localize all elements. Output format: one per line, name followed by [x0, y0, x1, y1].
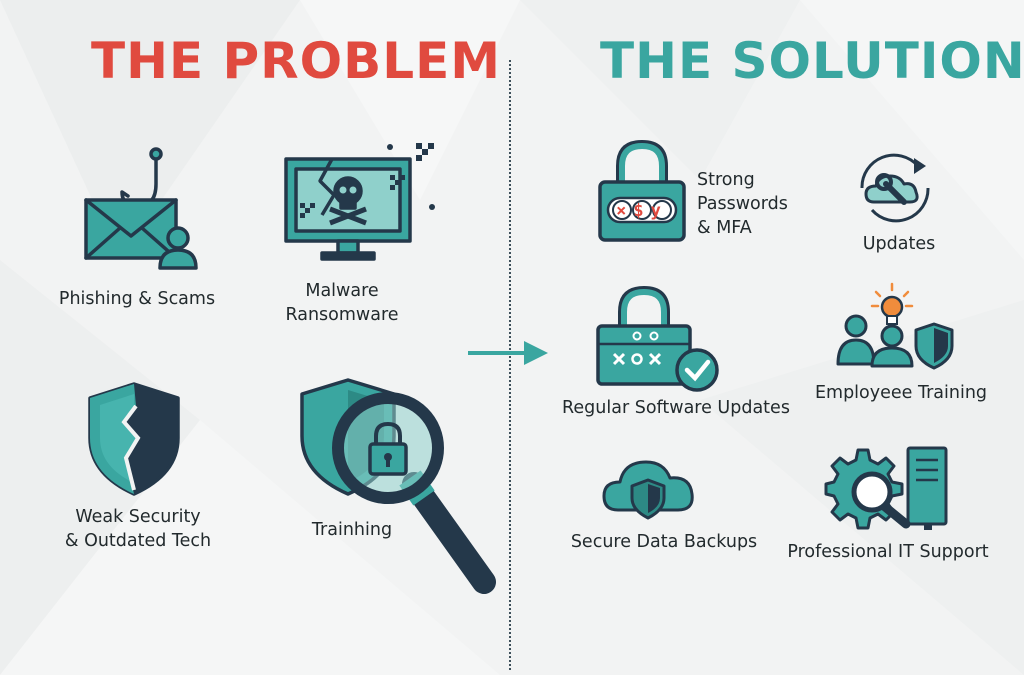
cloud-wrench-refresh-icon — [860, 153, 930, 223]
padlock-password-icon: ×$y — [598, 139, 686, 242]
solution-label-backups: Secure Data Backups — [570, 532, 758, 552]
problem-label-training: Trainhing — [311, 520, 393, 540]
problem-title: THE PROBLEM — [91, 32, 502, 90]
solution-label-software-updates: Regular Software Updates — [562, 398, 790, 418]
phishing-envelope-hook-icon — [84, 147, 198, 270]
cracked-shield-icon — [88, 382, 180, 496]
magnifier-shield-lock-icon — [300, 378, 496, 594]
solution-label-passwords: Strong Passwords & MFA — [697, 170, 788, 238]
padlock-checkmark-icon — [596, 285, 719, 392]
cloud-shield-icon — [602, 460, 694, 520]
solution-label-it-support: Professional IT Support — [787, 542, 989, 562]
arrow-right-icon — [468, 341, 548, 365]
solution-title: THE SOLUTION — [600, 32, 1024, 90]
team-lightbulb-shield-icon — [836, 282, 954, 370]
solution-label-updates: Updates — [862, 234, 936, 254]
solution-label-employee-training: Employeee Training — [814, 383, 988, 403]
password-glyphs: ×$y — [616, 201, 668, 221]
problem-label-weak-security: Weak Security & Outdated Tech — [64, 507, 212, 551]
center-divider — [509, 60, 511, 670]
malware-skull-monitor-icon — [284, 143, 435, 261]
problem-label-phishing: Phishing & Scams — [58, 289, 216, 309]
gear-magnifier-server-icon — [824, 446, 948, 530]
problem-label-malware: Malware Ransomware — [285, 281, 399, 325]
